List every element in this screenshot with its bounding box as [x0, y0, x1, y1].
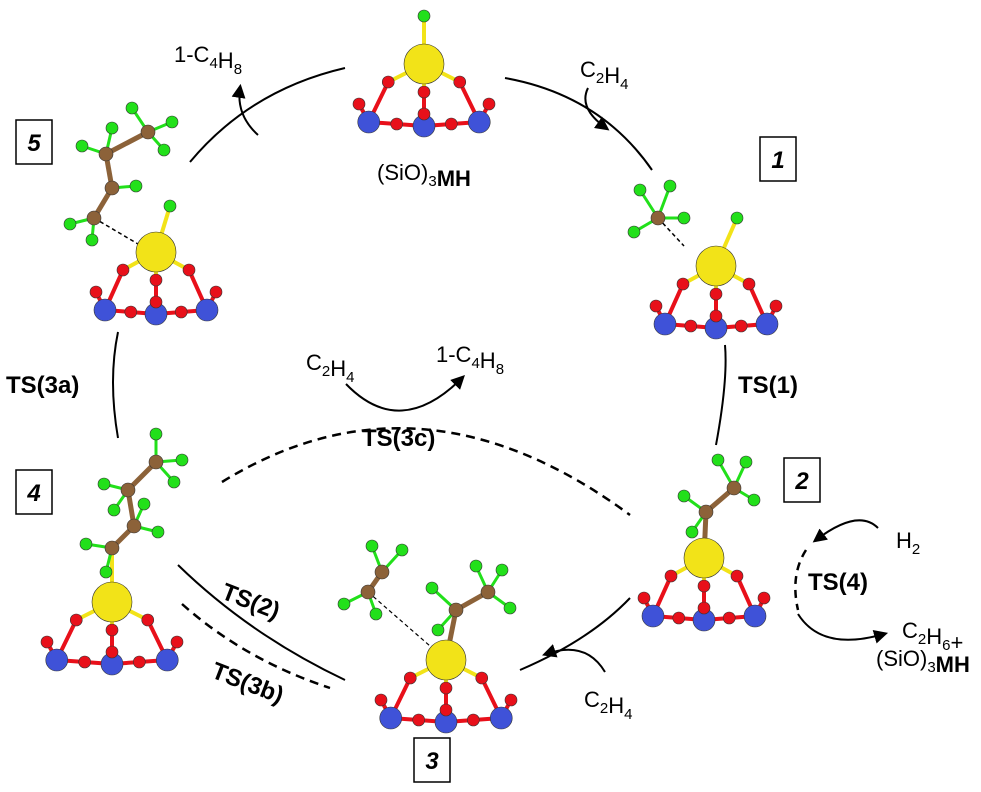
box-1: 1 — [759, 136, 797, 182]
cluster-5 — [63, 101, 223, 326]
ts2-label: TS(2) — [218, 578, 284, 625]
reagent-arrows — [231, 83, 889, 673]
arc-ts2 — [177, 564, 346, 681]
ts3c-label: TS(3c) — [362, 425, 435, 452]
cluster-3 — [337, 539, 518, 734]
box-3: 3 — [413, 737, 451, 783]
ethylene-inner-label: C2H4 — [306, 350, 354, 386]
butene-top-label: 1-C4H8 — [174, 42, 242, 78]
center-site-label: (SiO)3MH — [377, 160, 471, 191]
arc-top-left — [189, 67, 346, 163]
box-1-label: 1 — [771, 147, 784, 174]
box-5: 5 — [15, 119, 53, 165]
cluster-center — [352, 9, 496, 138]
box-4: 4 — [15, 469, 53, 515]
box-5-label: 5 — [27, 130, 41, 157]
cluster-4 — [40, 427, 189, 676]
box-2: 2 — [783, 457, 821, 503]
ts4-label: TS(4) — [808, 569, 868, 596]
intermediate-boxes: 1 2 3 4 5 — [15, 119, 821, 783]
arc-ts3c — [221, 427, 631, 517]
regenerated-site-label: (SiO)3MH — [876, 646, 970, 677]
ts1-label: TS(1) — [738, 372, 798, 399]
box-4-label: 4 — [26, 480, 40, 507]
arc-left — [112, 331, 119, 439]
cluster-2 — [637, 453, 771, 632]
ts3a-label: TS(3a) — [6, 372, 79, 399]
butene-inner-label: 1-C4H8 — [436, 342, 504, 378]
cluster-1 — [627, 179, 783, 340]
box-2-label: 2 — [794, 468, 809, 495]
arc-right — [715, 344, 727, 446]
species-labels: C2H41-C4H8C2H41-C4H8C2H4H2C2H6+(SiO)3MH(… — [174, 42, 970, 723]
arc-top-right — [504, 77, 653, 171]
box-3-label: 3 — [425, 748, 439, 775]
main-cycle-arrows — [112, 67, 727, 690]
ethylene-bottom-label: C2H4 — [584, 687, 632, 723]
arc-bottom-right — [519, 597, 631, 671]
arc-ts3b — [181, 603, 331, 690]
ethylene-top-label: C2H4 — [580, 57, 628, 93]
ethane-product-label: C2H6+ — [902, 618, 963, 655]
hydrogen-label: H2 — [896, 528, 920, 558]
